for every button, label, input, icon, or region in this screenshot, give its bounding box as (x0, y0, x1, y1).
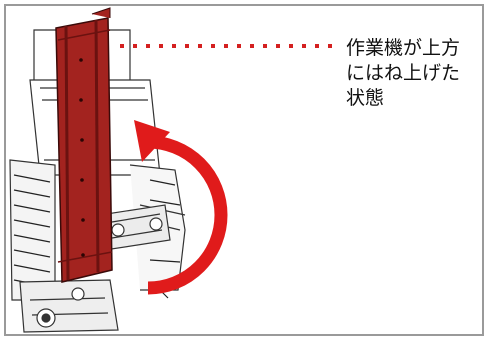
gearbox (19, 279, 119, 333)
caption-line-3: 状態 (346, 87, 385, 109)
caption-line-1: 作業機が上方 (346, 37, 461, 59)
rotation-arrow (134, 120, 228, 295)
three-point-hitch (99, 204, 171, 251)
raised-implement (55, 7, 113, 283)
caption-text: 作業機が上方 にはね上げた 状態 (346, 36, 484, 111)
caption-line-2: にはね上げた (346, 62, 461, 84)
rear-tire-left (9, 159, 56, 301)
